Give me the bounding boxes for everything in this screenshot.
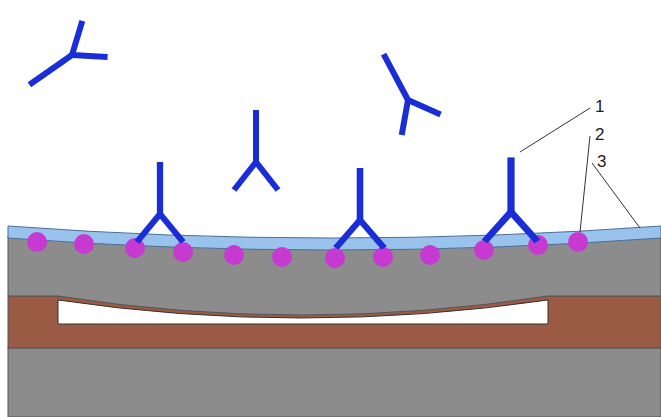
free-antibody: [234, 110, 278, 190]
bound-antibody: [336, 168, 384, 248]
bound-antibody: [485, 157, 538, 241]
bound-antibody: [137, 162, 183, 242]
callout-number: 1: [595, 98, 604, 115]
leader-lines: [520, 108, 640, 232]
free-antibody: [17, 21, 108, 103]
free-antibody: [364, 44, 440, 135]
substrate: [8, 348, 661, 417]
callout-number: 3: [597, 153, 606, 170]
antigen-dots: [27, 232, 588, 268]
callout-number: 2: [595, 126, 604, 143]
